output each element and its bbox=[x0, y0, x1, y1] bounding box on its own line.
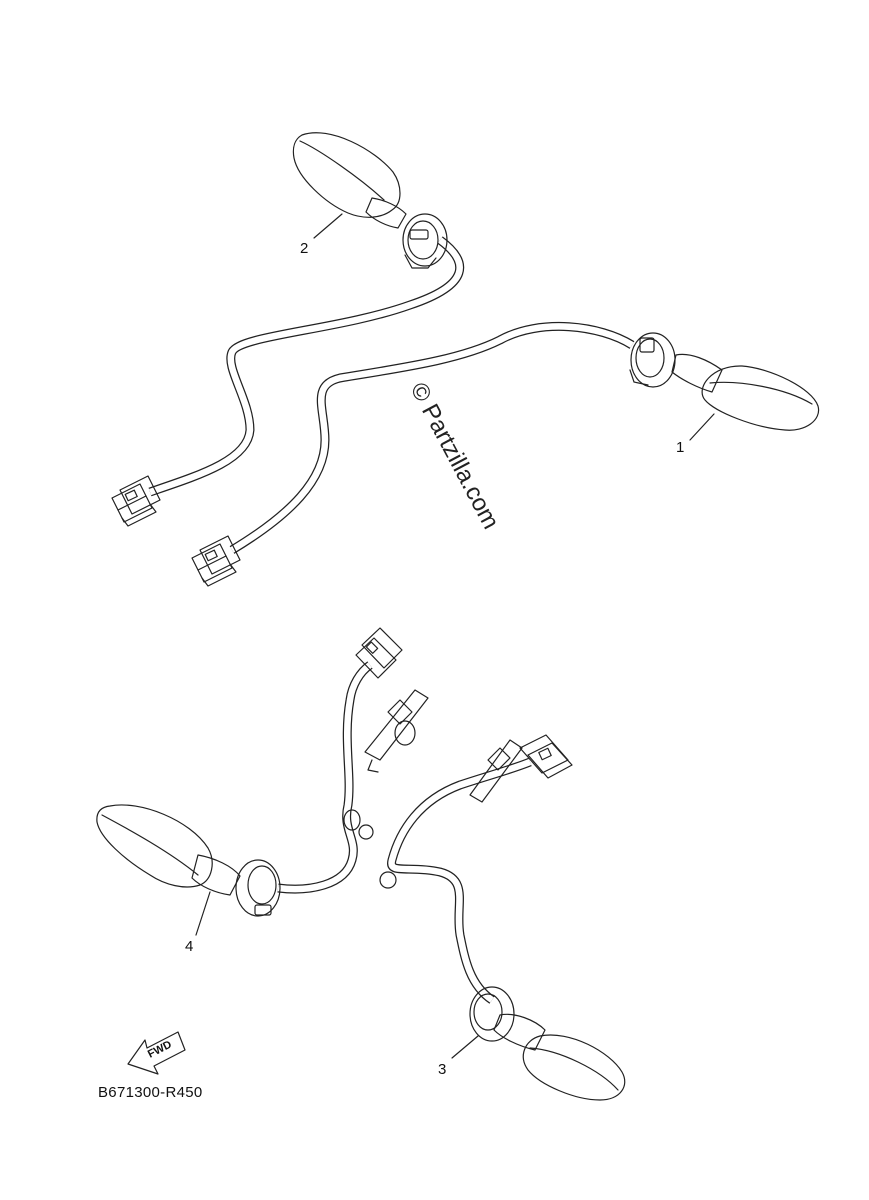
mount-bracket-upper bbox=[364, 689, 429, 773]
turn-signal-lamp-3 bbox=[469, 986, 626, 1101]
callout-label-2: 2 bbox=[300, 240, 308, 257]
callout-1: 1 bbox=[676, 413, 715, 456]
callout-2: 2 bbox=[300, 213, 343, 257]
watermark: © Partzilla.com bbox=[405, 378, 505, 533]
fwd-direction-arrow: FWD bbox=[127, 1031, 186, 1075]
diagram-code: B671300-R450 bbox=[98, 1084, 203, 1101]
connector-lower-top bbox=[355, 627, 403, 679]
wire-harness-4 bbox=[277, 661, 373, 894]
connector-upper-lower bbox=[191, 535, 241, 587]
callout-4: 4 bbox=[185, 891, 211, 955]
wire-harness-3 bbox=[387, 757, 532, 1004]
connector-lower-right bbox=[519, 734, 573, 779]
callout-label-1: 1 bbox=[676, 439, 684, 456]
callout-3: 3 bbox=[438, 1035, 479, 1078]
wire-clamp bbox=[343, 809, 397, 889]
turn-signal-lamp-4 bbox=[96, 804, 281, 917]
callout-label-3: 3 bbox=[438, 1061, 446, 1078]
wire-harness-2 bbox=[148, 236, 465, 497]
connector-upper-left bbox=[111, 475, 161, 527]
turn-signal-lamp-2 bbox=[292, 132, 448, 269]
turn-signal-lamp-1 bbox=[629, 332, 820, 431]
callout-label-4: 4 bbox=[185, 938, 193, 955]
wire-harness-1 bbox=[229, 321, 635, 554]
mount-bracket-right bbox=[469, 739, 523, 803]
